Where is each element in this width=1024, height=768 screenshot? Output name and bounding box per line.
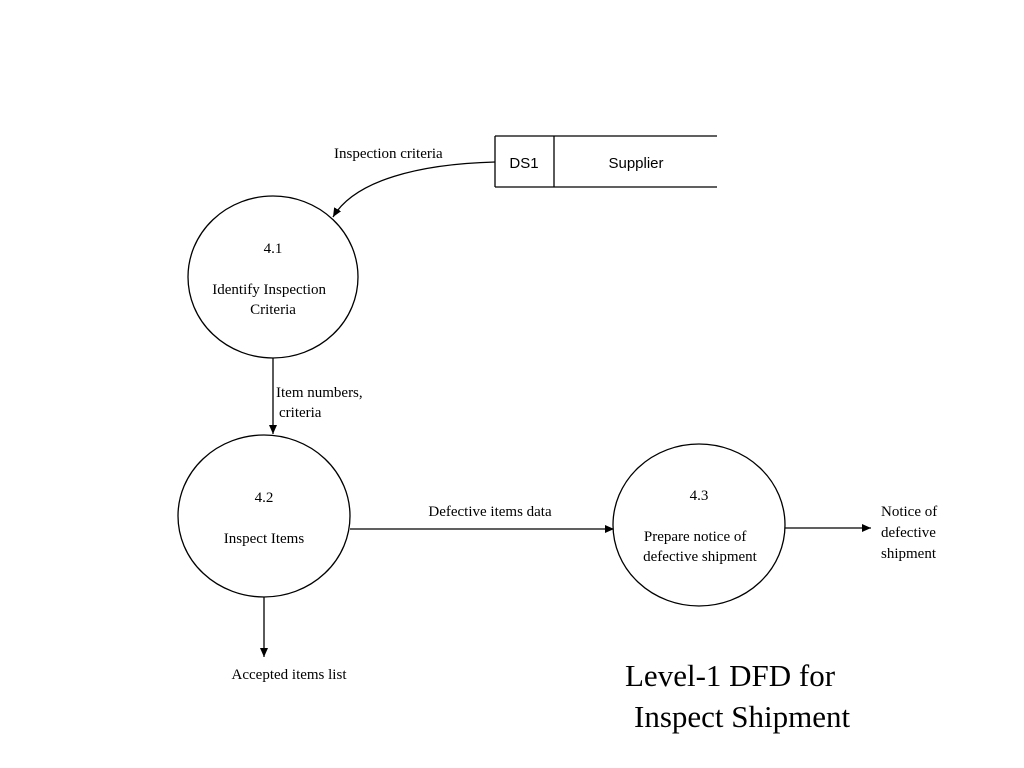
flow-label-notice: Notice of defective shipment xyxy=(881,504,941,562)
process-circle xyxy=(187,195,359,359)
data-store-supplier: DS1 Supplier xyxy=(494,135,717,188)
flow-label-line: Item numbers, xyxy=(276,385,363,401)
flow-label-inspection-criteria: Inspection criteria xyxy=(334,146,443,162)
process-name-line: Identify Inspection xyxy=(212,282,326,298)
flow-label-line: criteria xyxy=(279,405,322,421)
process-4-3: 4.3 Prepare notice of defective shipment xyxy=(612,443,786,607)
process-name-line: Prepare notice of xyxy=(644,529,746,545)
flow-label-line: Defective items data xyxy=(428,504,552,520)
process-number: 4.2 xyxy=(255,490,274,506)
process-name: Inspect Items xyxy=(224,531,305,547)
process-number: 4.1 xyxy=(264,241,283,257)
data-store-id: DS1 xyxy=(509,155,538,172)
flow-label-line: Accepted items list xyxy=(232,667,348,683)
flow-inspection-criteria-arrow xyxy=(332,161,496,218)
process-number: 4.3 xyxy=(690,488,709,504)
process-name: Prepare notice of defective shipment xyxy=(643,529,758,565)
process-circle xyxy=(612,443,786,607)
flow-label-line: shipment xyxy=(881,546,937,562)
process-name-line: defective shipment xyxy=(643,549,758,565)
diagram-title-line: Inspect Shipment xyxy=(634,699,850,734)
process-name-line: Criteria xyxy=(250,302,296,318)
flow-label-accepted-items: Accepted items list xyxy=(232,667,348,683)
diagram-title: Level-1 DFD for Inspect Shipment xyxy=(625,658,850,734)
diagram-title-line: Level-1 DFD for xyxy=(625,658,836,693)
process-4-1: 4.1 Identify Inspection Criteria xyxy=(187,195,359,359)
process-name: Identify Inspection Criteria xyxy=(212,282,329,318)
flow-label-item-numbers: Item numbers, criteria xyxy=(276,385,366,421)
process-circle xyxy=(177,434,351,598)
flow-label-line: Inspection criteria xyxy=(334,146,443,162)
process-4-2: 4.2 Inspect Items xyxy=(177,434,351,598)
data-store-name: Supplier xyxy=(608,155,663,172)
flow-label-line: defective xyxy=(881,525,936,541)
process-name-line: Inspect Items xyxy=(224,531,305,547)
flow-label-defective-items: Defective items data xyxy=(428,504,552,520)
flow-label-line: Notice of xyxy=(881,504,937,520)
